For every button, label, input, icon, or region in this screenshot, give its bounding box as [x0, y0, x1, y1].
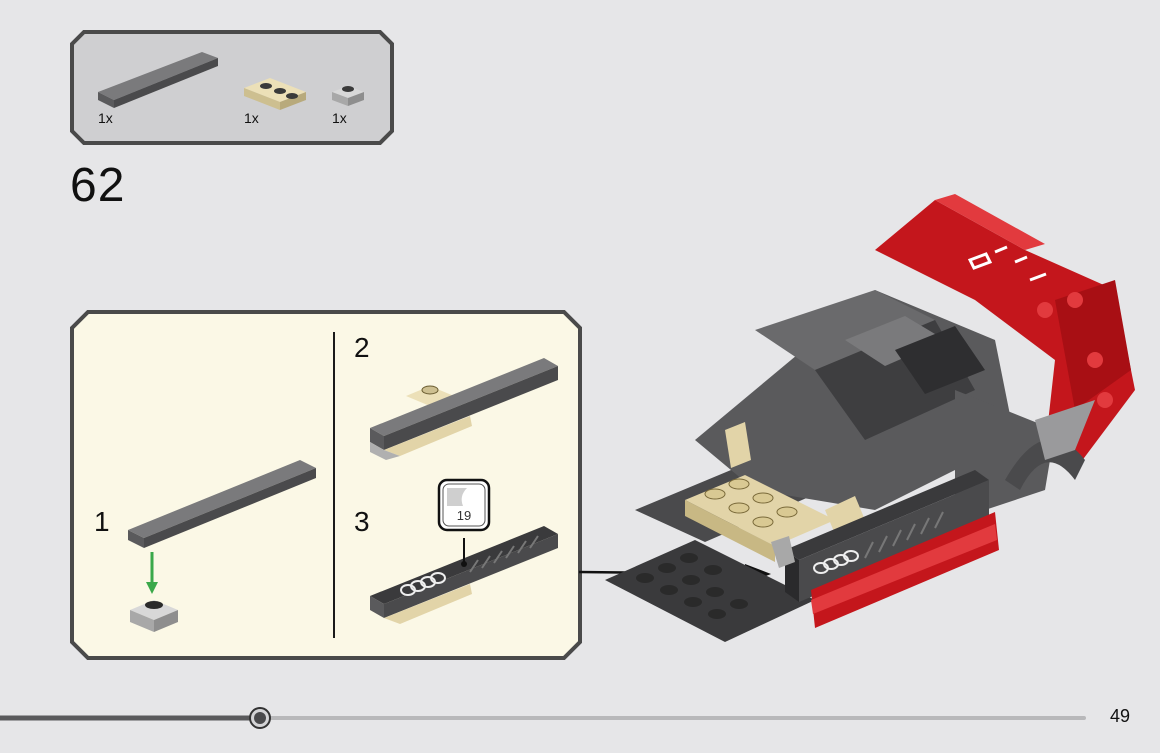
- tile-1x8-icon: [98, 52, 218, 108]
- tan-plate-icon: [244, 78, 306, 110]
- progress-bar: [0, 707, 1086, 729]
- parts-list: 1x 1x 1x: [70, 30, 394, 145]
- audi-rings-icon: [400, 572, 446, 596]
- arrow-down-icon: [146, 582, 158, 594]
- page-number: 49: [1109, 706, 1130, 726]
- etron-logo-top: [967, 245, 1047, 282]
- part-qty-2: 1x: [244, 110, 259, 126]
- substep-2-illustration: [370, 358, 558, 460]
- substep-frame: [70, 310, 582, 660]
- substep-1-illustration: [128, 460, 316, 632]
- gray-plate-icon: [332, 86, 364, 106]
- part-qty-1: 1x: [98, 110, 113, 126]
- audi-rings-model-icon: [813, 550, 859, 574]
- sticker-callout: 19: [437, 478, 491, 532]
- sticker-icon: [437, 478, 491, 532]
- substep-number-1: 1: [94, 506, 110, 537]
- car-model-illustration: [578, 194, 1135, 642]
- sticker-number: 19: [456, 508, 472, 523]
- parts-list-frame: [70, 30, 394, 145]
- progress-knob: [249, 707, 271, 729]
- substep-box: 1 2 3: [70, 310, 582, 660]
- substep-3-illustration: [370, 526, 558, 624]
- substep-number-3: 3: [354, 506, 370, 537]
- part-qty-3: 1x: [332, 110, 347, 126]
- substep-number-2: 2: [354, 332, 370, 363]
- step-number: 62: [70, 159, 126, 212]
